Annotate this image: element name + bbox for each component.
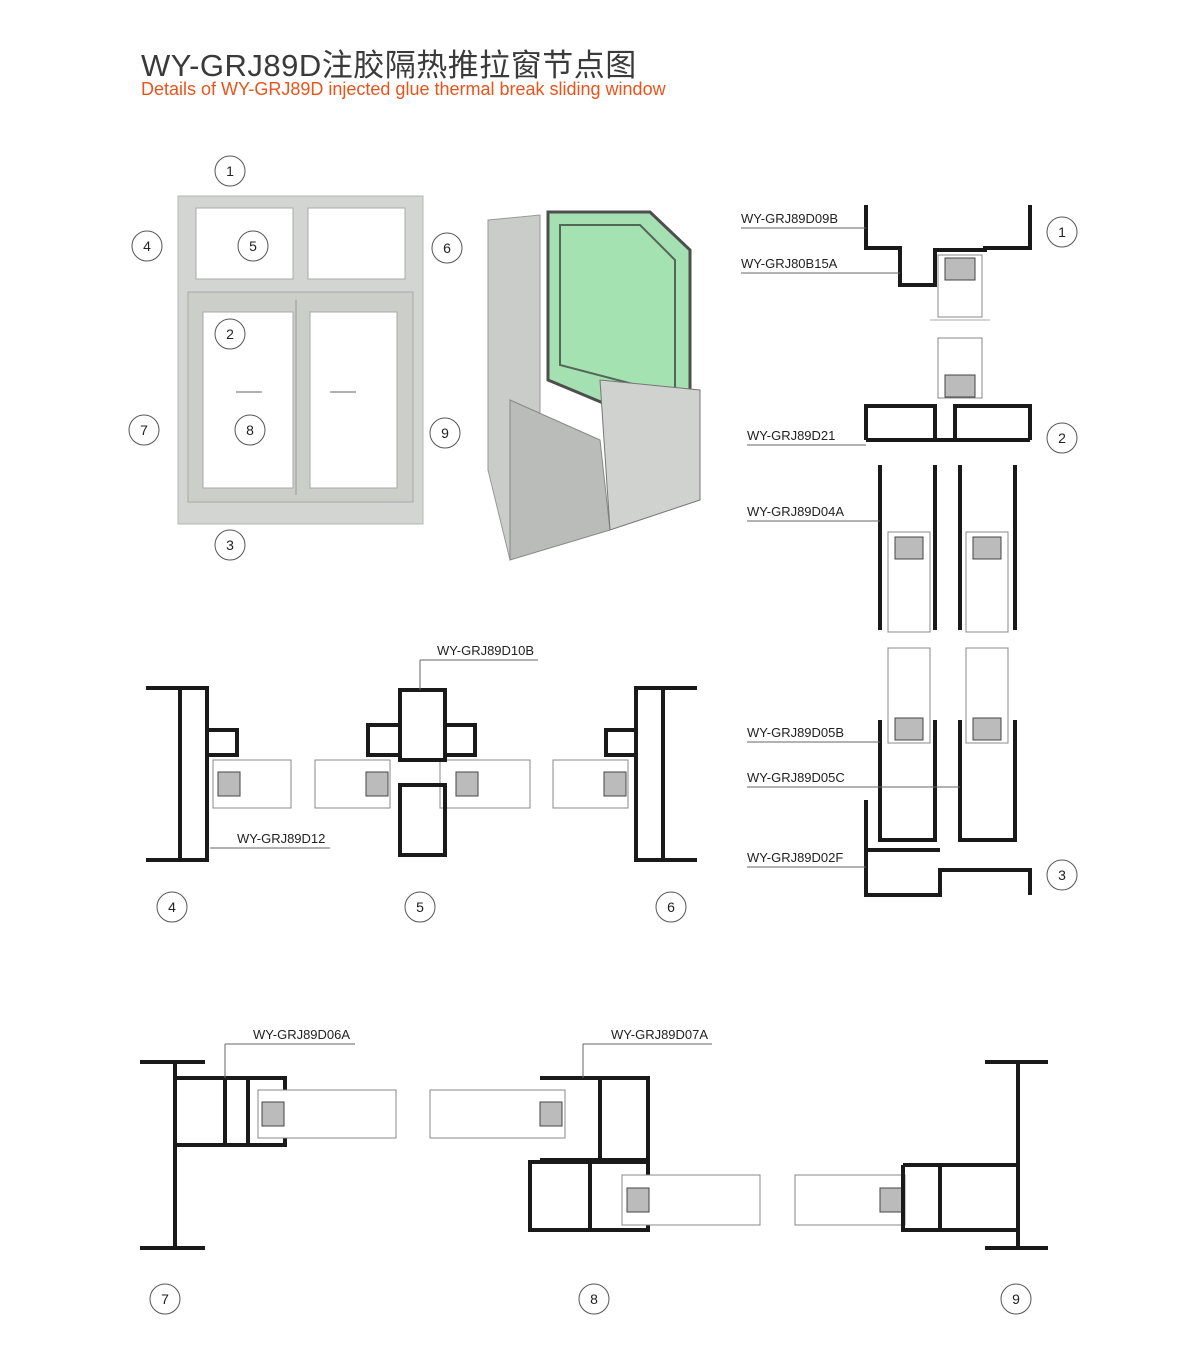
marker-1: 1 — [214, 155, 246, 187]
marker-4: 4 — [156, 891, 188, 923]
svg-text:6: 6 — [667, 899, 675, 915]
svg-text:9: 9 — [1012, 1291, 1020, 1307]
label-d06a: WY-GRJ89D06A — [253, 1027, 350, 1042]
marker-9: 9 — [1000, 1283, 1032, 1315]
label-d05b: WY-GRJ89D05B — [747, 725, 844, 740]
marker-1: 1 — [1046, 216, 1078, 248]
svg-text:8: 8 — [246, 422, 254, 438]
label-d09b: WY-GRJ89D09B — [741, 211, 838, 226]
marker-5: 5 — [237, 230, 269, 262]
svg-text:5: 5 — [249, 238, 257, 254]
svg-text:2: 2 — [226, 326, 234, 342]
elevation-markers: 1 2 3 4 5 6 7 8 9 — [128, 155, 463, 561]
part-labels: WY-GRJ89D09B WY-GRJ80B15A WY-GRJ89D21 WY… — [741, 211, 960, 868]
label-d02f: WY-GRJ89D02F — [747, 850, 843, 865]
marker-4: 4 — [131, 230, 163, 262]
marker-7: 7 — [149, 1283, 181, 1315]
marker-9: 9 — [429, 417, 461, 449]
label-d07a: WY-GRJ89D07A — [611, 1027, 708, 1042]
svg-text:6: 6 — [443, 240, 451, 256]
svg-text:8: 8 — [590, 1291, 598, 1307]
corner-3d-view — [487, 210, 701, 561]
label-b15a: WY-GRJ80B15A — [741, 256, 838, 271]
marker-2: 2 — [214, 318, 246, 350]
label-d10b: WY-GRJ89D10B — [437, 643, 534, 658]
marker-6: 6 — [431, 232, 463, 264]
marker-6: 6 — [655, 891, 687, 923]
svg-text:1: 1 — [1058, 224, 1066, 240]
vertical-section: WY-GRJ89D09B WY-GRJ80B15A WY-GRJ89D21 WY… — [741, 205, 1078, 897]
marker-3: 3 — [214, 529, 246, 561]
marker-8: 8 — [578, 1283, 610, 1315]
svg-text:4: 4 — [143, 238, 151, 254]
label-d04a: WY-GRJ89D04A — [747, 504, 844, 519]
marker-8: 8 — [234, 414, 266, 446]
svg-text:9: 9 — [441, 425, 449, 441]
svg-text:5: 5 — [416, 899, 424, 915]
marker-3: 3 — [1046, 859, 1078, 891]
svg-text:7: 7 — [161, 1291, 169, 1307]
window-elevation: 1 2 3 4 5 6 7 8 9 — [128, 155, 463, 561]
svg-text:3: 3 — [1058, 867, 1066, 883]
page-subtitle: Details of WY-GRJ89D injected glue therm… — [141, 79, 666, 99]
label-d12: WY-GRJ89D12 — [237, 831, 325, 846]
marker-5: 5 — [404, 891, 436, 923]
label-d21: WY-GRJ89D21 — [747, 428, 835, 443]
transom-section: WY-GRJ89D10B WY-GRJ89D12 4 5 6 — [146, 643, 697, 923]
svg-text:4: 4 — [168, 899, 176, 915]
page-title: WY-GRJ89D注胶隔热推拉窗节点图 — [141, 48, 637, 83]
marker-2: 2 — [1046, 422, 1078, 454]
svg-text:3: 3 — [226, 537, 234, 553]
svg-text:2: 2 — [1058, 430, 1066, 446]
svg-text:7: 7 — [140, 422, 148, 438]
svg-text:1: 1 — [226, 163, 234, 179]
sash-section: WY-GRJ89D06A WY-GRJ89D07A 7 8 9 — [140, 1027, 1048, 1315]
label-d05c: WY-GRJ89D05C — [747, 770, 845, 785]
marker-7: 7 — [128, 414, 160, 446]
